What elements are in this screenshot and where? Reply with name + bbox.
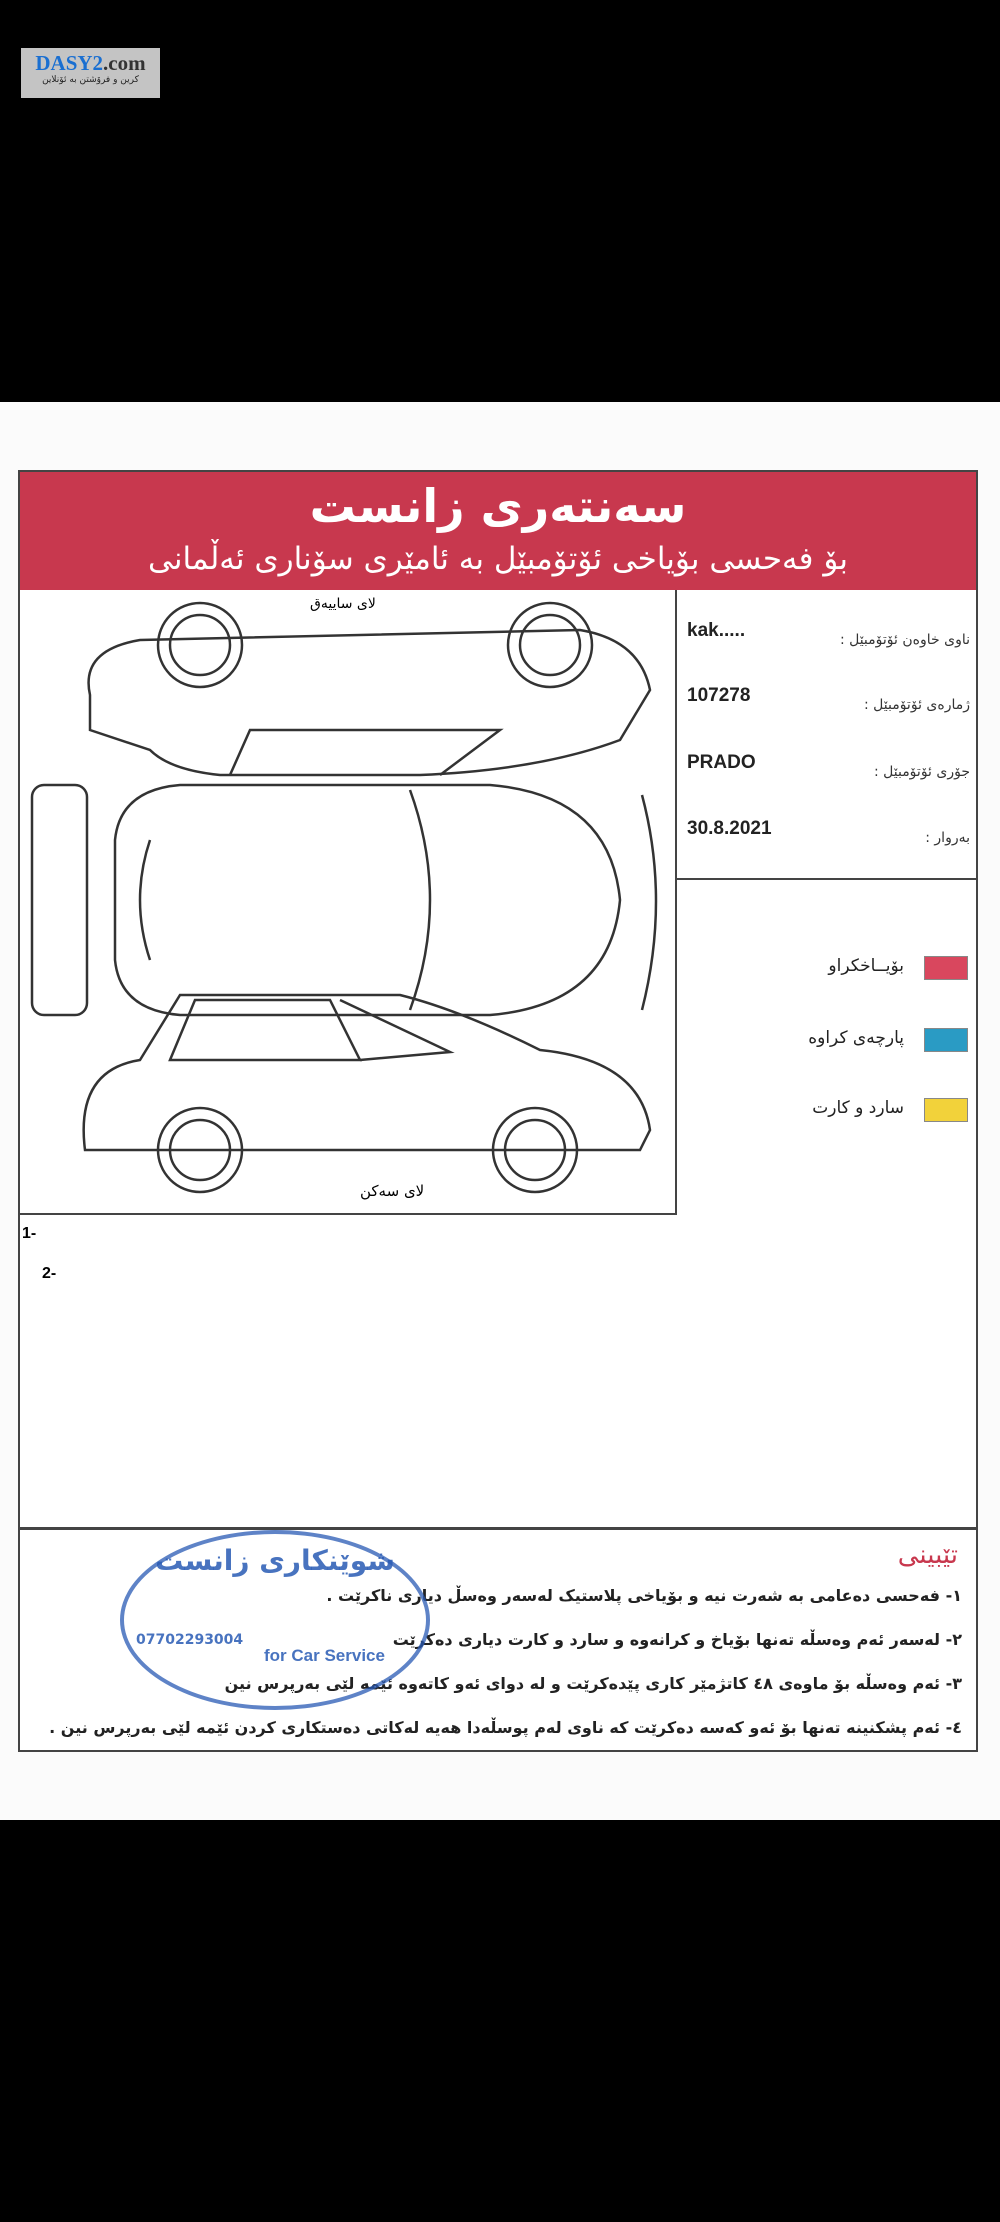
legend-painted: بۆیــاخکراو [708,952,968,982]
legend-label: سارد و کارت [812,1098,904,1118]
notes-area: 1- 2- [20,1215,976,1530]
stamp-tagline: for Car Service [264,1646,385,1665]
car-type-value: PRADO [687,752,756,773]
date-value: 30.8.2021 [687,818,772,839]
owner-name-row: kak..... ناوی خاوەن ئۆتۆمبێل : [687,620,970,660]
stamp-name: شوێنکاری زانست [155,1544,395,1577]
car-diagram: لای ساییەق لای سەکن [20,590,677,1215]
plate-number-value: 107278 [687,685,751,706]
remark-line: ٢- لەسەر ئەم وەسڵە تەنها بۆیاخ و کرانەوە… [392,1630,962,1649]
red-swatch [924,956,968,980]
logo-tagline: کرین و فرۆشتن بە ئۆنلاین [42,75,139,85]
stamp-phone: 07702293004 [136,1632,244,1648]
remark-line: ٤- ئەم پشکنینە تەنها بۆ ئەو کەسە دەکرێت … [49,1718,962,1737]
plate-number-row: 107278 ژمارەی ئۆتۆمبێل : [687,685,970,725]
date-row: 30.8.2021 بەروار : [687,818,970,858]
blue-swatch [924,1028,968,1052]
yellow-swatch [924,1098,968,1122]
legend-cold-hot: سارد و کارت [708,1094,968,1124]
car-type-row: PRADO جۆری ئۆتۆمبێل : [687,752,970,792]
form-header: سەنتەری زانست بۆ فەحسی بۆیاخی ئۆتۆمبێل ب… [20,472,976,590]
car-outline-icon [30,601,658,1194]
inspection-form: سەنتەری زانست بۆ فەحسی بۆیاخی ئۆتۆمبێل ب… [18,470,978,1752]
date-label: بەروار : [925,830,970,846]
plate-number-label: ژمارەی ئۆتۆمبێل : [863,697,970,713]
car-type-label: جۆری ئۆتۆمبێل : [873,764,970,780]
site-logo: DASY2.com کرین و فرۆشتن بە ئۆنلاین [21,48,160,98]
owner-name-label: ناوی خاوەن ئۆتۆمبێل : [839,632,970,648]
center-title: سەنتەری زانست [309,479,687,533]
legend-label: پارچەی کراوە [808,1028,904,1048]
legend-label: بۆیــاخکراو [828,956,904,976]
remark-line: ١- فەحسی دەعامی بە شەرت نیە و بۆیاخی پلا… [326,1586,962,1605]
legend-opened-part: پارچەی کراوە [708,1024,968,1054]
color-legend: بۆیــاخکراو پارچەی کراوە سارد و کارت [677,882,976,1215]
bottom-side-label: لای سەکن [360,1182,425,1200]
vehicle-info: kak..... ناوی خاوەن ئۆتۆمبێل : 107278 ژمار… [677,590,976,880]
logo-brand: DASY2.com [35,51,146,75]
center-subtitle: بۆ فەحسی بۆیاخی ئۆتۆمبێل بە ئامێری سۆنار… [148,541,848,577]
remarks-title: تێبینی [897,1540,958,1570]
note-2: 2- [42,1265,57,1282]
owner-name-value: kak..... [687,620,746,641]
top-side-label: لای ساییەق [310,596,376,612]
note-1: 1- [22,1225,37,1242]
company-stamp: شوێنکاری زانست 07702293004 for Car Servi… [120,1530,430,1710]
